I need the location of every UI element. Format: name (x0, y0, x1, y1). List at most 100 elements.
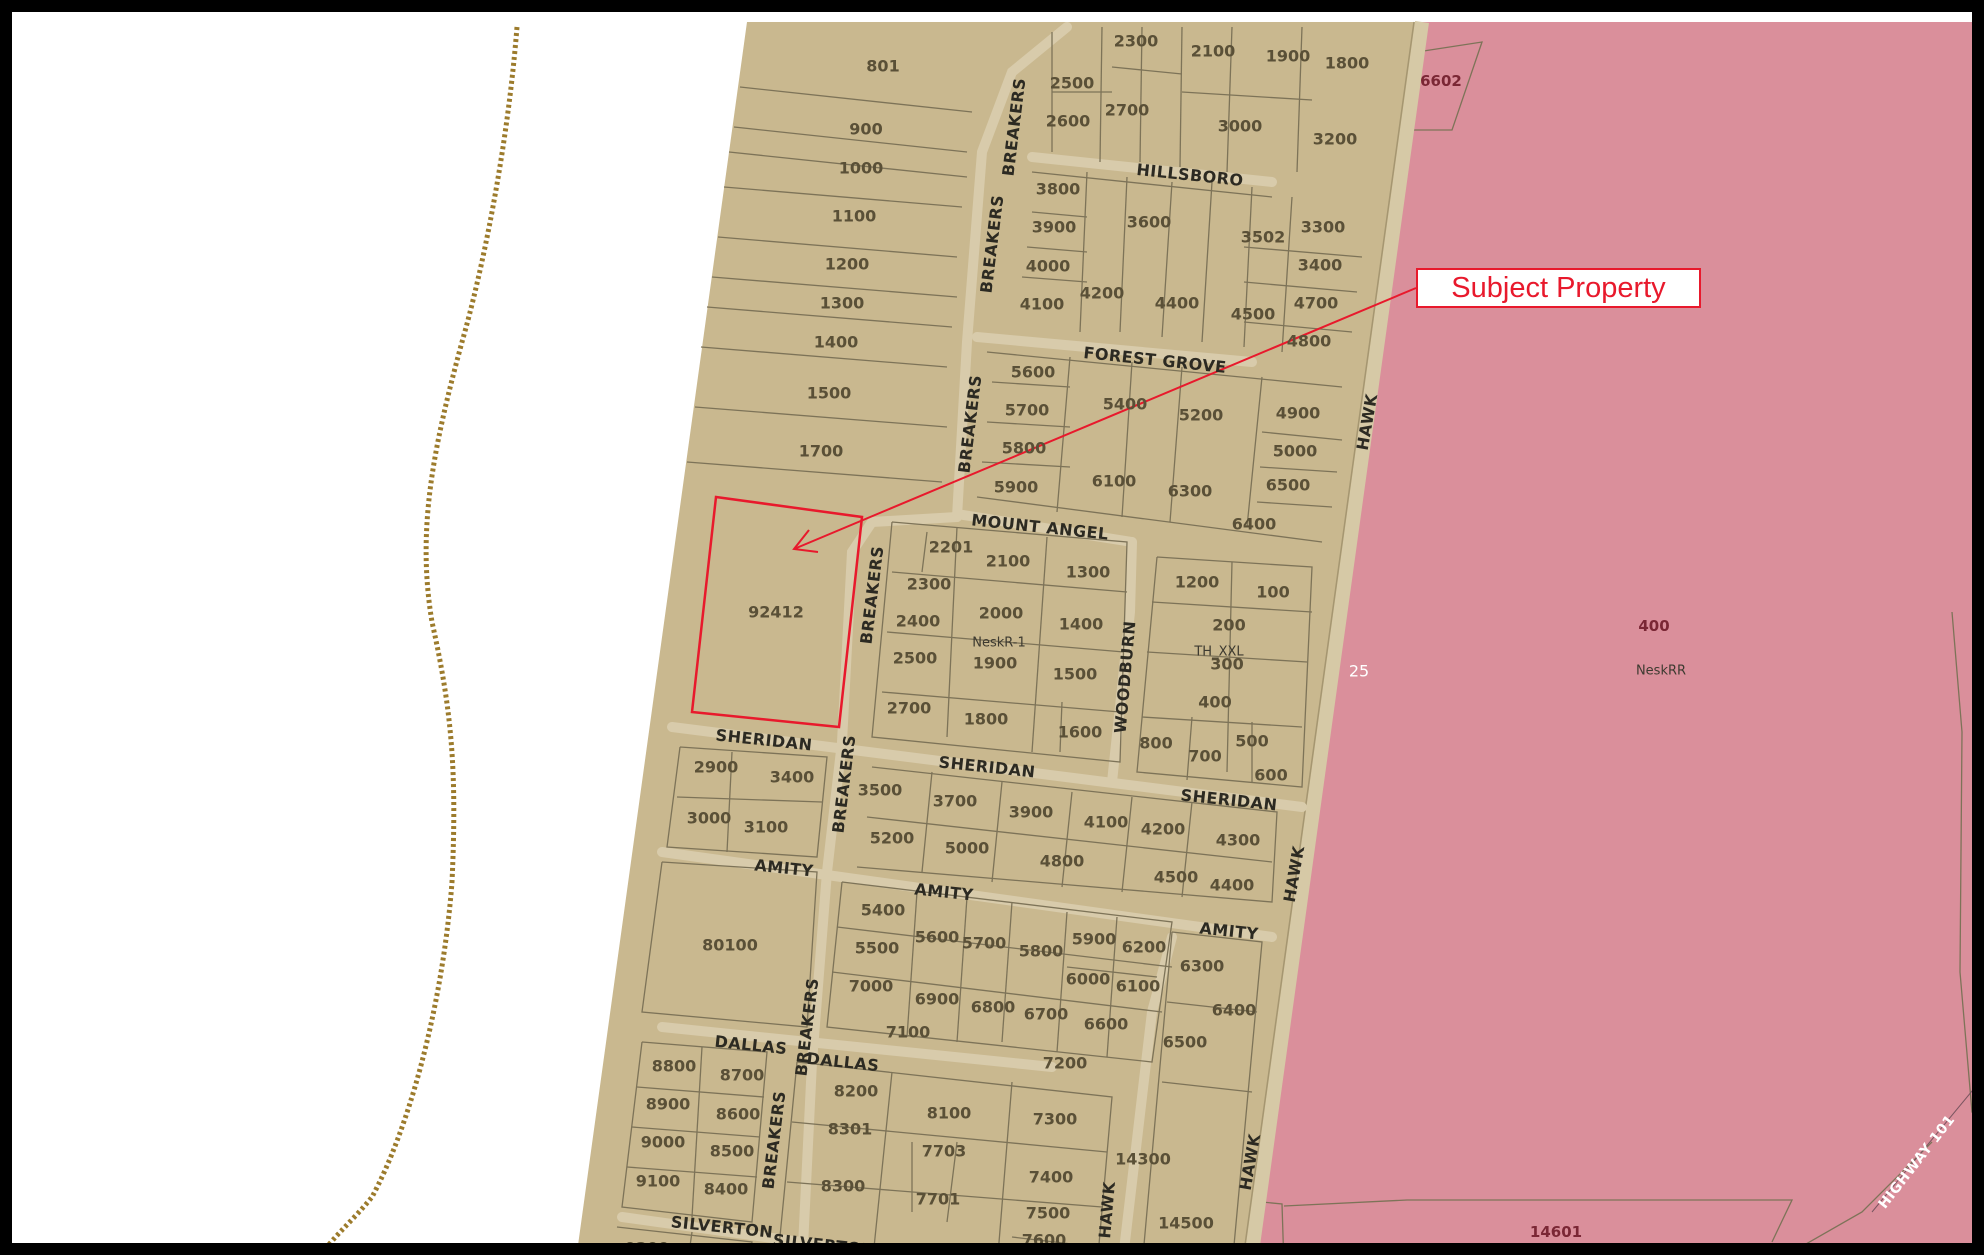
lot-label: 4200 (1141, 820, 1186, 839)
lot-label: 3000 (1218, 117, 1263, 136)
lot-label: 7703 (922, 1142, 967, 1161)
subject-parcel-number: 92412 (748, 603, 804, 622)
lot-label: 1300 (820, 294, 865, 313)
lot-label: 6600 (1084, 1015, 1129, 1034)
lot-label: 600 (1254, 766, 1287, 785)
lot-label: 800 (1139, 734, 1172, 753)
lot-label: 4500 (1231, 305, 1276, 324)
lot-label: 80100 (702, 936, 758, 955)
lot-label: 3900 (1009, 803, 1054, 822)
lot-label: 6000 (1066, 970, 1111, 989)
parcel-label-6602: 6602 (1420, 72, 1462, 90)
lot-label: 4400 (1210, 876, 1255, 895)
lot-label: 5400 (1103, 395, 1148, 414)
lot-label: 3600 (1127, 213, 1172, 232)
parcel-map: BREAKERS BREAKERS BREAKERS BREAKERS BREA… (327, 21, 1972, 1255)
lot-label: 2600 (1046, 112, 1091, 131)
parcel-label-400: 400 (1638, 617, 1669, 635)
lot-label: 1200 (1175, 573, 1220, 592)
lot-label: 14300 (1115, 1150, 1171, 1169)
lot-label: 1400 (1059, 615, 1104, 634)
lot-label: 1800 (964, 710, 1009, 729)
lot-label: 801 (866, 57, 899, 76)
lot-label: 2900 (694, 758, 739, 777)
route-label-25: 25 (1349, 662, 1369, 681)
lot-label: 7200 (1043, 1054, 1088, 1073)
lot-label: 2700 (1105, 101, 1150, 120)
lot-label: 6500 (1163, 1033, 1208, 1052)
lot-label: 7400 (1029, 1168, 1074, 1187)
parcel-area (578, 22, 1422, 1243)
callout-label: Subject Property (1451, 271, 1666, 304)
lot-label: 9100 (636, 1172, 681, 1191)
lot-label: 2700 (887, 699, 932, 718)
subject-property-outline (690, 495, 864, 729)
lot-label: 200 (1212, 616, 1245, 635)
parcel-label-14601: 14601 (1530, 1223, 1582, 1241)
lot-label: 7500 (1026, 1204, 1071, 1223)
lot-label: 6200 (1122, 938, 1167, 957)
lot-label: 8300 (821, 1177, 866, 1196)
lot-label: 5700 (1005, 401, 1050, 420)
lot-label: 8200 (834, 1082, 879, 1101)
lot-label: 6300 (1180, 957, 1225, 976)
lot-label: 4100 (1084, 813, 1129, 832)
lot-label: 3100 (744, 818, 789, 837)
lot-label: 5800 (1019, 942, 1064, 961)
lot-label: 900 (849, 120, 882, 139)
lot-label: 8800 (652, 1057, 697, 1076)
lot-label: 6100 (1116, 977, 1161, 996)
lot-label: 1000 (839, 159, 884, 178)
lot-label: 1900 (973, 654, 1018, 673)
lot-label: 3502 (1241, 228, 1286, 247)
lot-label: 1900 (1266, 47, 1311, 66)
lot-label: 8500 (710, 1142, 755, 1161)
lot-label: 500 (1235, 732, 1268, 751)
lot-label: 3200 (1313, 130, 1358, 149)
subject-property-callout: Subject Property (1416, 268, 1701, 308)
lot-label: 5600 (915, 928, 960, 947)
lot-label: 1500 (807, 384, 852, 403)
lot-label: 6900 (915, 990, 960, 1009)
lot-label: 5700 (962, 934, 1007, 953)
zone-label-neskr1: NeskR-1 (972, 636, 1026, 651)
lot-label: 2100 (986, 552, 1031, 571)
lot-label: 5200 (870, 829, 915, 848)
parcel-label-14600: 14600 (1273, 1242, 1325, 1255)
lot-label: 2100 (1191, 42, 1236, 61)
lot-label: 4400 (1155, 294, 1200, 313)
lot-label: 3500 (858, 781, 903, 800)
lot-label: 9200 (625, 1239, 670, 1255)
lot-label: 2300 (1114, 32, 1159, 51)
lot-label: 5900 (1072, 930, 1117, 949)
lot-label: 3000 (687, 809, 732, 828)
lot-label: 2500 (893, 649, 938, 668)
lot-labels: 801 2300 2100 1900 1800 2500 2700 2600 3… (625, 32, 1370, 1255)
lot-label: 8301 (828, 1120, 873, 1139)
lot-label: 7701 (916, 1190, 961, 1209)
lot-label: 8700 (720, 1066, 765, 1085)
lot-label: 5000 (1273, 442, 1318, 461)
lot-label: 4800 (1040, 852, 1085, 871)
lot-label: 100 (1256, 583, 1289, 602)
lot-label: 4200 (1080, 284, 1125, 303)
lot-label: 1200 (825, 255, 870, 274)
lot-label: 9000 (641, 1133, 686, 1152)
lot-label: 3300 (1301, 218, 1346, 237)
lot-label: 1100 (832, 207, 877, 226)
callout-arrow (793, 287, 1417, 550)
lot-label: 4100 (1020, 295, 1065, 314)
lot-label: 8100 (927, 1104, 972, 1123)
lot-label: 2201 (929, 538, 974, 557)
parcel-lines (616, 26, 1363, 1243)
zone-label-thxxl: TH_XXL (1193, 645, 1244, 660)
lot-label: 3800 (1036, 180, 1081, 199)
lot-label: 6500 (1266, 476, 1311, 495)
lot-label: 6400 (1232, 515, 1277, 534)
lot-label: 1700 (799, 442, 844, 461)
lot-label: 2400 (896, 612, 941, 631)
lot-label: 6700 (1024, 1005, 1069, 1024)
lot-label: 7600 (1022, 1231, 1067, 1250)
lot-label: 3400 (770, 768, 815, 787)
